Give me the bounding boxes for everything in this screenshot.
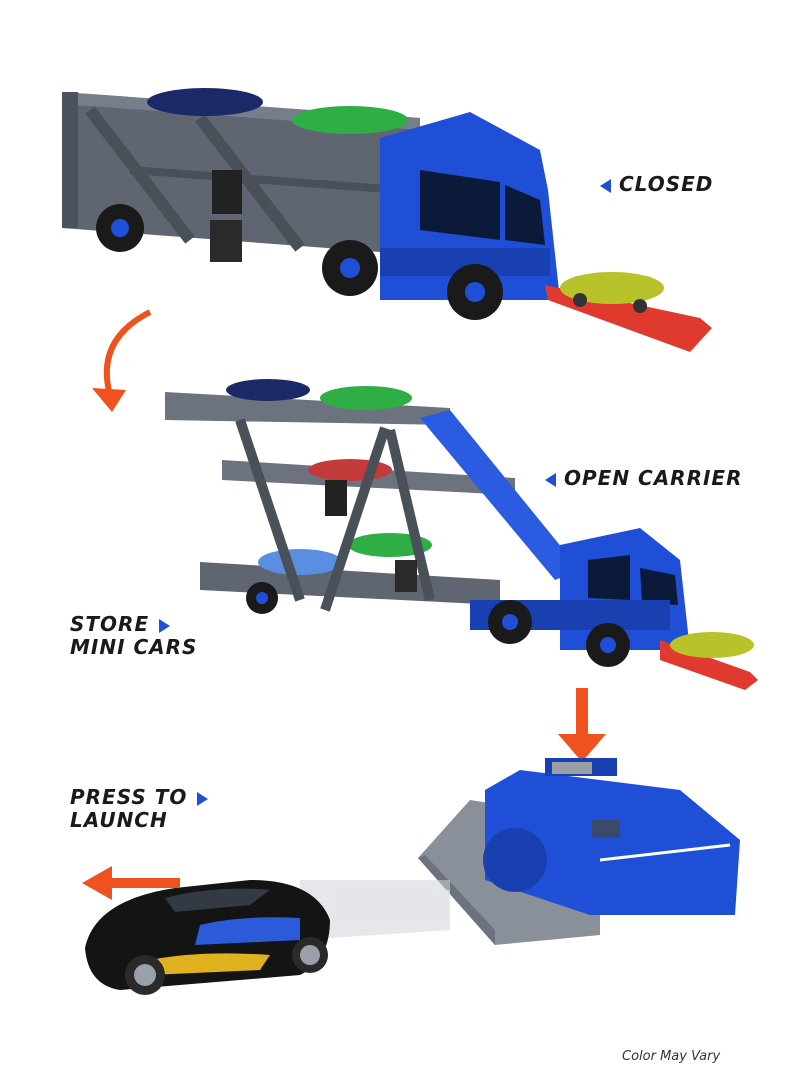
arrow-down [558,688,606,762]
open-carrier-label: OPEN CARRIER [545,467,742,490]
closed-label: CLOSED [600,173,713,196]
open-lower-deck [200,562,500,605]
launcher-body [485,770,740,915]
press-label-line1: PRESS TO [70,785,188,809]
arrow-left [82,866,180,900]
launch-button [552,762,592,774]
closed-sign [212,170,242,214]
open-blue-ramp [420,410,580,580]
press-label: PRESS TO LAUNCH [70,785,209,832]
open-carrier-label-text: OPEN CARRIER [564,466,743,490]
closed-truck [62,88,712,352]
open-carrier-truck [165,379,758,690]
closed-label-text: CLOSED [619,172,714,196]
closed-top-car-2 [292,106,408,134]
closed-ramp-car [560,272,664,304]
triangle-left-icon [545,472,556,487]
launcher-unit [418,758,740,945]
closed-top-car-1 [147,88,263,116]
triangle-left-icon [600,178,611,193]
triangle-right-icon [159,618,171,633]
launched-car [85,880,450,995]
store-label-line2: MINI CARS [70,635,198,659]
curved-arrow-down [92,309,152,412]
press-label-line2: LAUNCH [70,808,168,832]
store-label: STORE MINI CARS [70,613,197,659]
triangle-right-icon [197,791,209,806]
color-disclaimer: Color May Vary [622,1049,721,1064]
open-top-deck [165,392,450,425]
store-label-line1: STORE [70,612,150,636]
